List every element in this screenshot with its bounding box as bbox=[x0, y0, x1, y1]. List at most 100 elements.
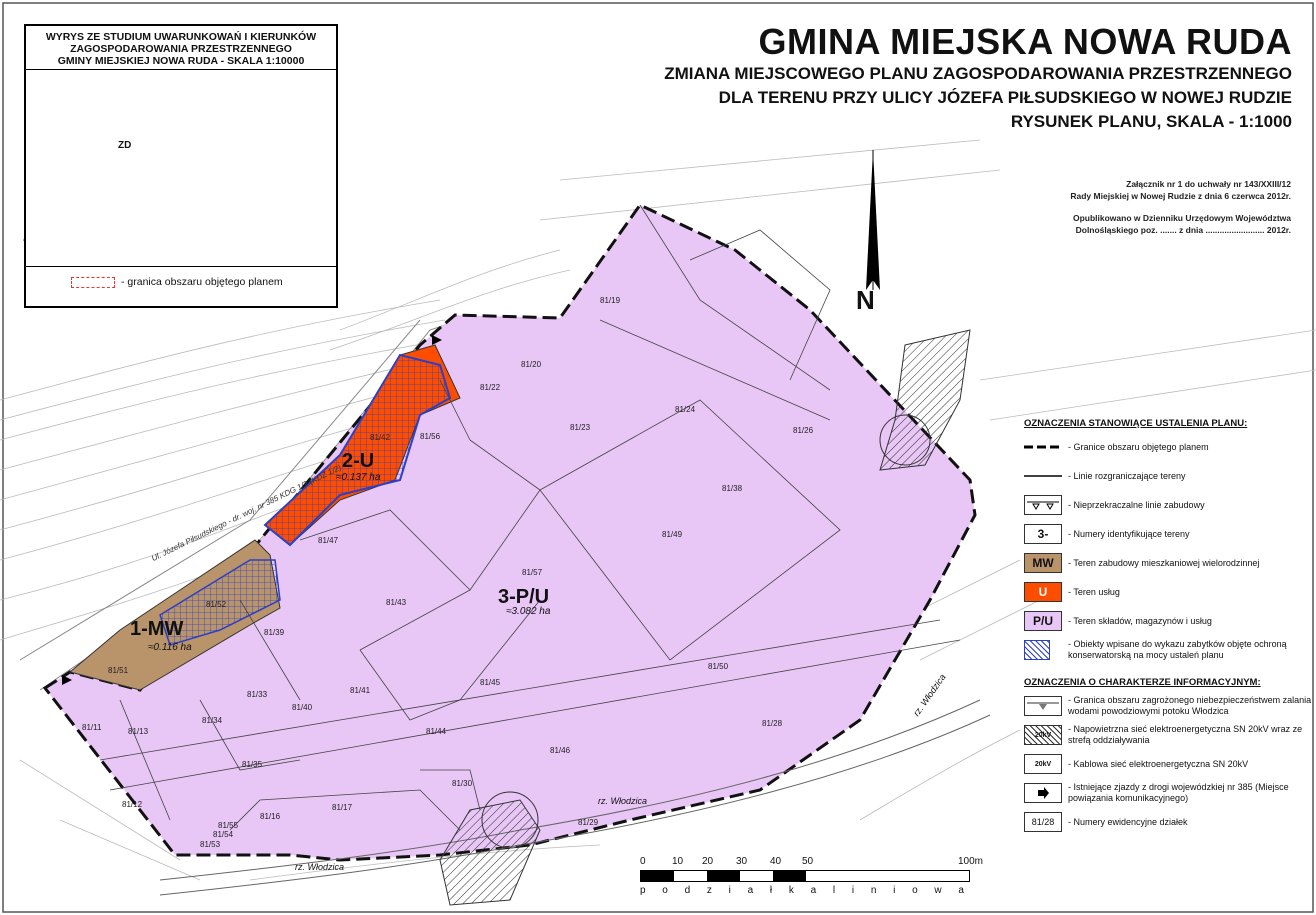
scale-ticks: 0 10 20 30 40 50 100m bbox=[640, 856, 983, 870]
note-4: Dolnośląskiego poz. ....... z dnia .....… bbox=[1075, 225, 1291, 235]
parcel-label: 81/26 bbox=[793, 426, 814, 435]
scale-tick: 50 bbox=[802, 856, 814, 867]
legend-item-mw: MW - Teren zabudowy mieszkaniowej wielor… bbox=[1024, 551, 1314, 575]
parcel-label: 81/45 bbox=[480, 678, 501, 687]
inset-title-line-3: GMINY MIEJSKIEJ NOWA RUDA - SKALA 1:1000… bbox=[57, 55, 305, 67]
parcel-label: 81/12 bbox=[122, 800, 143, 809]
legend: OZNACZENIA STANOWIĄCE USTALENIA PLANU: -… bbox=[1024, 418, 1314, 839]
parcel-label: 81/34 bbox=[202, 716, 223, 725]
legend-item-access: - Istniejące zjazdy z drogi wojewódzkiej… bbox=[1024, 781, 1314, 805]
parcel-label: 81/43 bbox=[386, 598, 407, 607]
parcel-label: 81/55 bbox=[218, 821, 239, 830]
plan-boundary-swatch bbox=[71, 276, 115, 288]
zone-3-area: ≈3.082 ha bbox=[506, 606, 551, 617]
zone-3-label: 3-P/U bbox=[498, 586, 550, 608]
parcel-label: 81/41 bbox=[350, 686, 371, 695]
parcel-label: 81/51 bbox=[108, 666, 129, 675]
power-line-zone-1 bbox=[879, 329, 971, 471]
parcel-label: 81/29 bbox=[578, 818, 599, 827]
zone-1-label: 1-MW bbox=[130, 618, 184, 640]
parcel-label: 81/28 bbox=[762, 719, 783, 728]
parcel-label: 81/54 bbox=[213, 830, 234, 839]
scale-tick: 20 bbox=[702, 856, 714, 867]
parcel-label: 81/17 bbox=[332, 803, 353, 812]
parcel-label: 81/42 bbox=[370, 433, 391, 442]
parcel-label: 81/44 bbox=[426, 727, 447, 736]
parcel-label: 81/40 bbox=[292, 703, 313, 712]
north-arrow-icon bbox=[866, 150, 880, 290]
inset-label-zl: ZL bbox=[284, 146, 297, 157]
inset-title-line-1: WYRYS ZE STUDIUM UWARUNKOWAŃ I KIERUNKÓW bbox=[45, 31, 317, 43]
scale-tick: 30 bbox=[736, 856, 748, 867]
legend-heading-1: OZNACZENIA STANOWIĄCE USTALENIA PLANU: bbox=[1024, 418, 1248, 429]
legend-item-numbers: 3- - Numery identyfikujące tereny bbox=[1024, 522, 1314, 546]
scale-graduation bbox=[640, 870, 970, 882]
parcel-label: 81/30 bbox=[452, 779, 473, 788]
note-1: Załącznik nr 1 do uchwały nr 143/XXIII/1… bbox=[1126, 179, 1291, 189]
zone-2-label: 2-U bbox=[342, 450, 375, 472]
title-line-2: DLA TERENU PRZY ULICY JÓZEFA PIŁSUDSKIEG… bbox=[718, 88, 1292, 107]
scale-tick: 10 bbox=[672, 856, 684, 867]
inset-label-zl-2: ZL bbox=[141, 216, 154, 227]
inset-label-mu-2: MU bbox=[30, 166, 46, 177]
zone-2-area: ≈0.137 ha bbox=[336, 472, 381, 483]
parcel-label: 81/57 bbox=[522, 568, 543, 577]
scale-tick: 0 bbox=[640, 856, 646, 867]
note-3: Opublikowano w Dzienniku Urzędowym Wojew… bbox=[1072, 213, 1291, 223]
parcel-label: 81/46 bbox=[550, 746, 571, 755]
north-label: N bbox=[856, 285, 875, 315]
monument-1 bbox=[159, 559, 281, 646]
parcel-label: 81/24 bbox=[675, 405, 696, 414]
legend-item-building-lines: - Nieprzekraczalne linie zabudowy bbox=[1024, 493, 1314, 517]
river-label: rz. Włodzica bbox=[295, 862, 345, 872]
inset-title: WYRYS ZE STUDIUM UWARUNKOWAŃ I KIERUNKÓW… bbox=[26, 26, 336, 70]
title-block: GMINA MIEJSKA NOWA RUDA ZMIANA MIEJSCOWE… bbox=[664, 22, 1292, 134]
legend-item-u: U - Teren usług bbox=[1024, 580, 1314, 604]
parcel-label: 81/33 bbox=[247, 690, 268, 699]
access-arrow-icon bbox=[1024, 783, 1062, 803]
parcel-label: 81/47 bbox=[318, 536, 339, 545]
inset-map: ZD MU MU ZL ZL KDZ(KDG) bbox=[26, 70, 336, 267]
inset-label-mu: MU bbox=[221, 128, 237, 139]
parcel-label: 81/35 bbox=[242, 760, 263, 769]
parcel-label: 81/56 bbox=[420, 432, 441, 441]
parcel-label: 81/11 bbox=[82, 723, 102, 732]
scale-tick: 40 bbox=[770, 856, 782, 867]
parcel-label: 81/22 bbox=[480, 383, 501, 392]
legend-heading-2: OZNACZENIA O CHARAKTERZE INFORMACYJNYM: bbox=[1024, 677, 1261, 688]
parcel-label: 81/39 bbox=[264, 628, 285, 637]
parcel-label: 81/19 bbox=[600, 296, 621, 305]
title-line-3: RYSUNEK PLANU, SKALA - 1:1000 bbox=[1010, 112, 1292, 131]
parcel-label: 81/13 bbox=[128, 727, 149, 736]
inset-legend: - granica obszaru objętego planem bbox=[26, 267, 336, 288]
parcel-label: 81/50 bbox=[708, 662, 729, 671]
note-2: Rady Miejskiej w Nowej Rudzie z dnia 6 c… bbox=[1070, 191, 1291, 201]
legend-item-parcel-numbers: 81/28 - Numery ewidencyjne działek bbox=[1024, 810, 1314, 834]
parcel-label: 81/20 bbox=[521, 360, 542, 369]
inset-title-line-2: ZAGOSPODAROWANIA PRZESTRZENNEGO bbox=[70, 43, 292, 55]
parcel-label: 81/53 bbox=[200, 840, 221, 849]
zone-1-area: ≈0.116 ha bbox=[148, 642, 192, 653]
inset-study-extract: WYRYS ZE STUDIUM UWARUNKOWAŃ I KIERUNKÓW… bbox=[24, 24, 338, 308]
river-label-2: rz. Włodzica bbox=[598, 796, 648, 806]
legend-item-boundary: - Granice obszaru objętego planem bbox=[1024, 435, 1314, 459]
parcel-label: 81/38 bbox=[722, 484, 743, 493]
resolution-notes: Załącznik nr 1 do uchwały nr 143/XXIII/1… bbox=[985, 178, 1291, 236]
legend-item-pu: P/U - Teren składów, magazynów i usług bbox=[1024, 609, 1314, 633]
parcel-label: 81/16 bbox=[260, 812, 281, 821]
inset-label-road: KDZ(KDG) bbox=[186, 93, 231, 125]
parcel-label: 81/49 bbox=[662, 530, 683, 539]
legend-item-flood: - Granica obszaru zagrożonego niebezpiec… bbox=[1024, 694, 1314, 718]
legend-item-division-lines: - Linie rozgraniczające tereny bbox=[1024, 464, 1314, 488]
title-main: GMINA MIEJSKA NOWA RUDA bbox=[758, 21, 1292, 62]
inset-legend-text: - granica obszaru objętego planem bbox=[121, 276, 283, 288]
parcel-label: 81/23 bbox=[570, 423, 591, 432]
power-line-zone-2 bbox=[439, 799, 541, 906]
legend-item-monuments: - Obiekty wpisane do wykazu zabytków obj… bbox=[1024, 638, 1314, 662]
parcel-label: 81/52 bbox=[206, 600, 227, 609]
legend-item-cable-line: 20kV - Kablowa sieć elektroenergetyczna … bbox=[1024, 752, 1314, 776]
title-line-1: ZMIANA MIEJSCOWEGO PLANU ZAGOSPODAROWANI… bbox=[664, 64, 1292, 83]
legend-item-overhead-line: 20kV - Napowietrzna sieć elektroenergety… bbox=[1024, 723, 1314, 747]
